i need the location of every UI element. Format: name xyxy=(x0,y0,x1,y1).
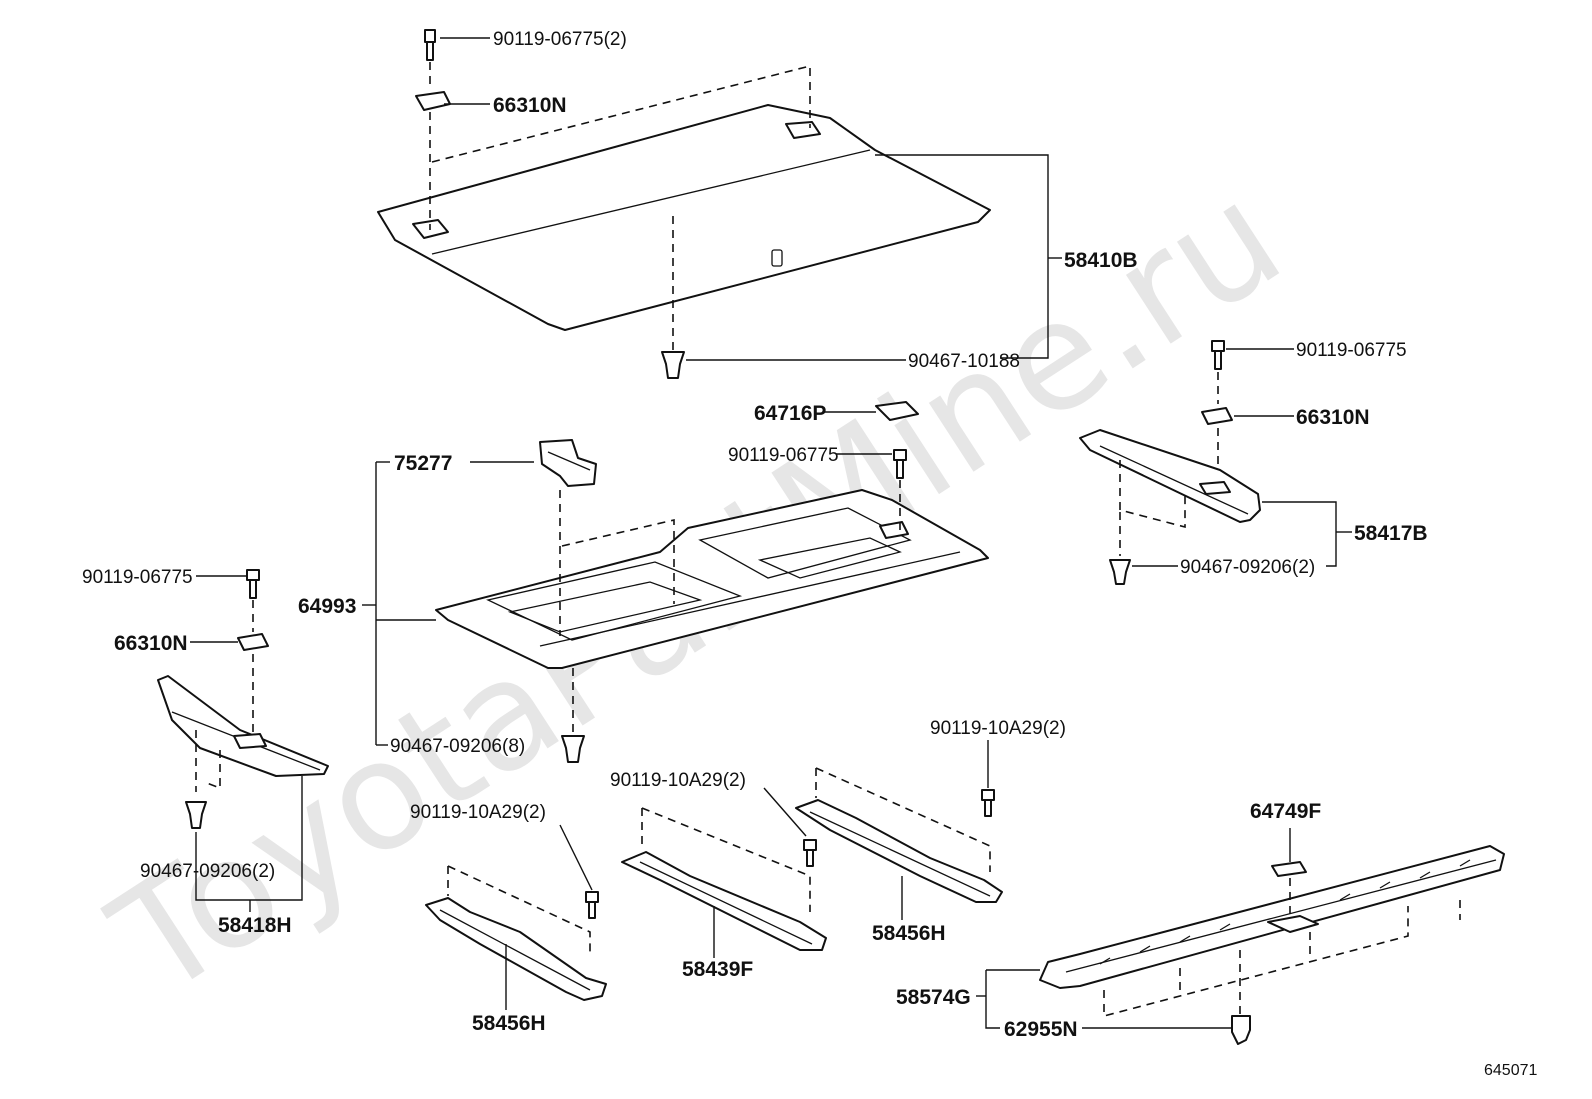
label-rail-b-screw: 90119-10A29(2) xyxy=(610,770,746,791)
rail-a-screw-icon[interactable] xyxy=(585,891,599,919)
rail-c-58456H[interactable] xyxy=(795,799,1003,903)
label-sill-plate: 58574G xyxy=(896,986,971,1009)
deck-board-58410B[interactable] xyxy=(377,104,991,331)
label-mid-screw: 90119-06775 xyxy=(728,445,839,466)
sill-clip-icon[interactable] xyxy=(1231,1015,1251,1045)
top-nut-icon[interactable] xyxy=(415,91,451,111)
bracket-75277[interactable] xyxy=(539,439,597,487)
right-cover-58417B[interactable] xyxy=(1079,429,1261,523)
sill-cap-64749F[interactable] xyxy=(1271,861,1307,877)
label-sill-clip: 62955N xyxy=(1004,1018,1078,1041)
tray-64993[interactable] xyxy=(435,489,989,669)
label-rail-a: 58456H xyxy=(472,1012,546,1035)
label-hook-cover: 64716P xyxy=(754,402,826,425)
label-left-clip: 90467-09206(2) xyxy=(140,861,275,882)
figure-number: 645071 xyxy=(1484,1062,1537,1079)
rail-c-screw-icon[interactable] xyxy=(981,789,995,817)
mid-screw-icon[interactable] xyxy=(893,449,907,479)
right-nut-icon[interactable] xyxy=(1201,407,1233,425)
left-cover-58418H[interactable] xyxy=(157,675,329,777)
label-rail-c-screw: 90119-10A29(2) xyxy=(930,718,1066,739)
tray-clip-icon[interactable] xyxy=(561,735,585,763)
left-clip-icon[interactable] xyxy=(185,801,207,829)
label-right-cover: 58417B xyxy=(1354,522,1428,545)
label-rail-c: 58456H xyxy=(872,922,946,945)
right-screw-icon[interactable] xyxy=(1211,340,1225,370)
label-deck-clip: 90467-10188 xyxy=(908,351,1020,372)
label-left-cover: 58418H xyxy=(218,914,292,937)
label-right-nut: 66310N xyxy=(1296,406,1370,429)
rail-b-screw-icon[interactable] xyxy=(803,839,817,867)
hook-cover-64716P[interactable] xyxy=(875,401,919,421)
label-sill-cap: 64749F xyxy=(1250,800,1321,823)
label-right-screw: 90119-06775 xyxy=(1296,340,1407,361)
deck-clip-icon[interactable] xyxy=(661,351,685,379)
label-bracket: 75277 xyxy=(394,452,452,475)
label-rail-a-screw: 90119-10A29(2) xyxy=(410,802,546,823)
label-top-nut: 66310N xyxy=(493,94,567,117)
label-top-screw: 90119-06775(2) xyxy=(493,29,627,50)
label-tray-clip: 90467-09206(8) xyxy=(390,736,525,757)
top-screw-icon[interactable] xyxy=(424,29,436,61)
label-deck-board: 58410B xyxy=(1064,249,1138,272)
label-left-nut: 66310N xyxy=(114,632,188,655)
label-tray: 64993 xyxy=(298,595,356,618)
left-screw-icon[interactable] xyxy=(246,569,260,599)
sill-plate-58574G[interactable] xyxy=(1039,845,1505,989)
right-clip-icon[interactable] xyxy=(1109,559,1131,585)
left-nut-icon[interactable] xyxy=(237,633,269,651)
label-rail-b: 58439F xyxy=(682,958,753,981)
rail-a-58456H[interactable] xyxy=(425,897,607,1001)
label-right-clip: 90467-09206(2) xyxy=(1180,557,1315,578)
rail-b-58439F[interactable] xyxy=(621,851,827,951)
label-left-screw: 90119-06775 xyxy=(82,567,193,588)
